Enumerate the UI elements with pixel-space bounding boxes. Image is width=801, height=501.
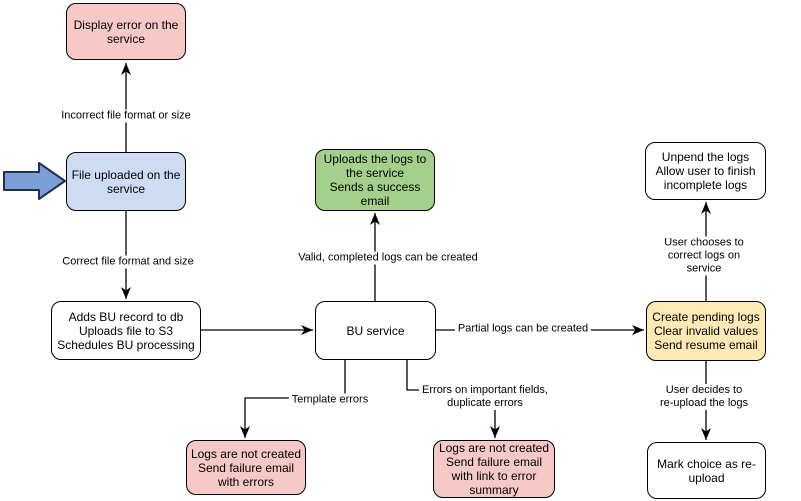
node-create-pending-logs: Create pending logs Clear invalid values… — [646, 301, 766, 361]
node-file-uploaded: File uploaded on the service — [66, 152, 186, 211]
edge-label-user-decides: User decides to re-upload the logs — [655, 384, 753, 410]
entry-arrow-icon — [3, 162, 66, 200]
edge-label-incorrect-format: Incorrect file format or size — [58, 109, 194, 123]
edge-label-user-chooses: User chooses to correct logs on service — [655, 236, 753, 276]
edge-label-template-errors: Template errors — [288, 393, 372, 407]
node-unpend-logs: Unpend the logs Allow user to finish inc… — [645, 142, 766, 200]
node-adds-bu-record: Adds BU record to db Uploads file to S3 … — [51, 301, 201, 360]
node-mark-choice-reupload: Mark choice as re- upload — [647, 442, 766, 499]
node-logs-not-created-template: Logs are not created Send failure email … — [186, 440, 306, 495]
node-bu-service: BU service — [315, 301, 436, 360]
edge-label-correct-format: Correct file format and size — [59, 255, 197, 269]
edge-label-partial-logs: Partial logs can be created — [454, 322, 592, 336]
edge-label-valid-completed: Valid, completed logs can be created — [295, 251, 481, 265]
node-display-error: Display error on the service — [66, 3, 186, 60]
edge-label-important-fields: Errors on important fields, duplicate er… — [419, 384, 551, 410]
node-logs-not-created-fields: Logs are not created Send failure email … — [433, 440, 555, 498]
node-uploads-logs-success: Uploads the logs to the service Sends a … — [315, 149, 435, 211]
